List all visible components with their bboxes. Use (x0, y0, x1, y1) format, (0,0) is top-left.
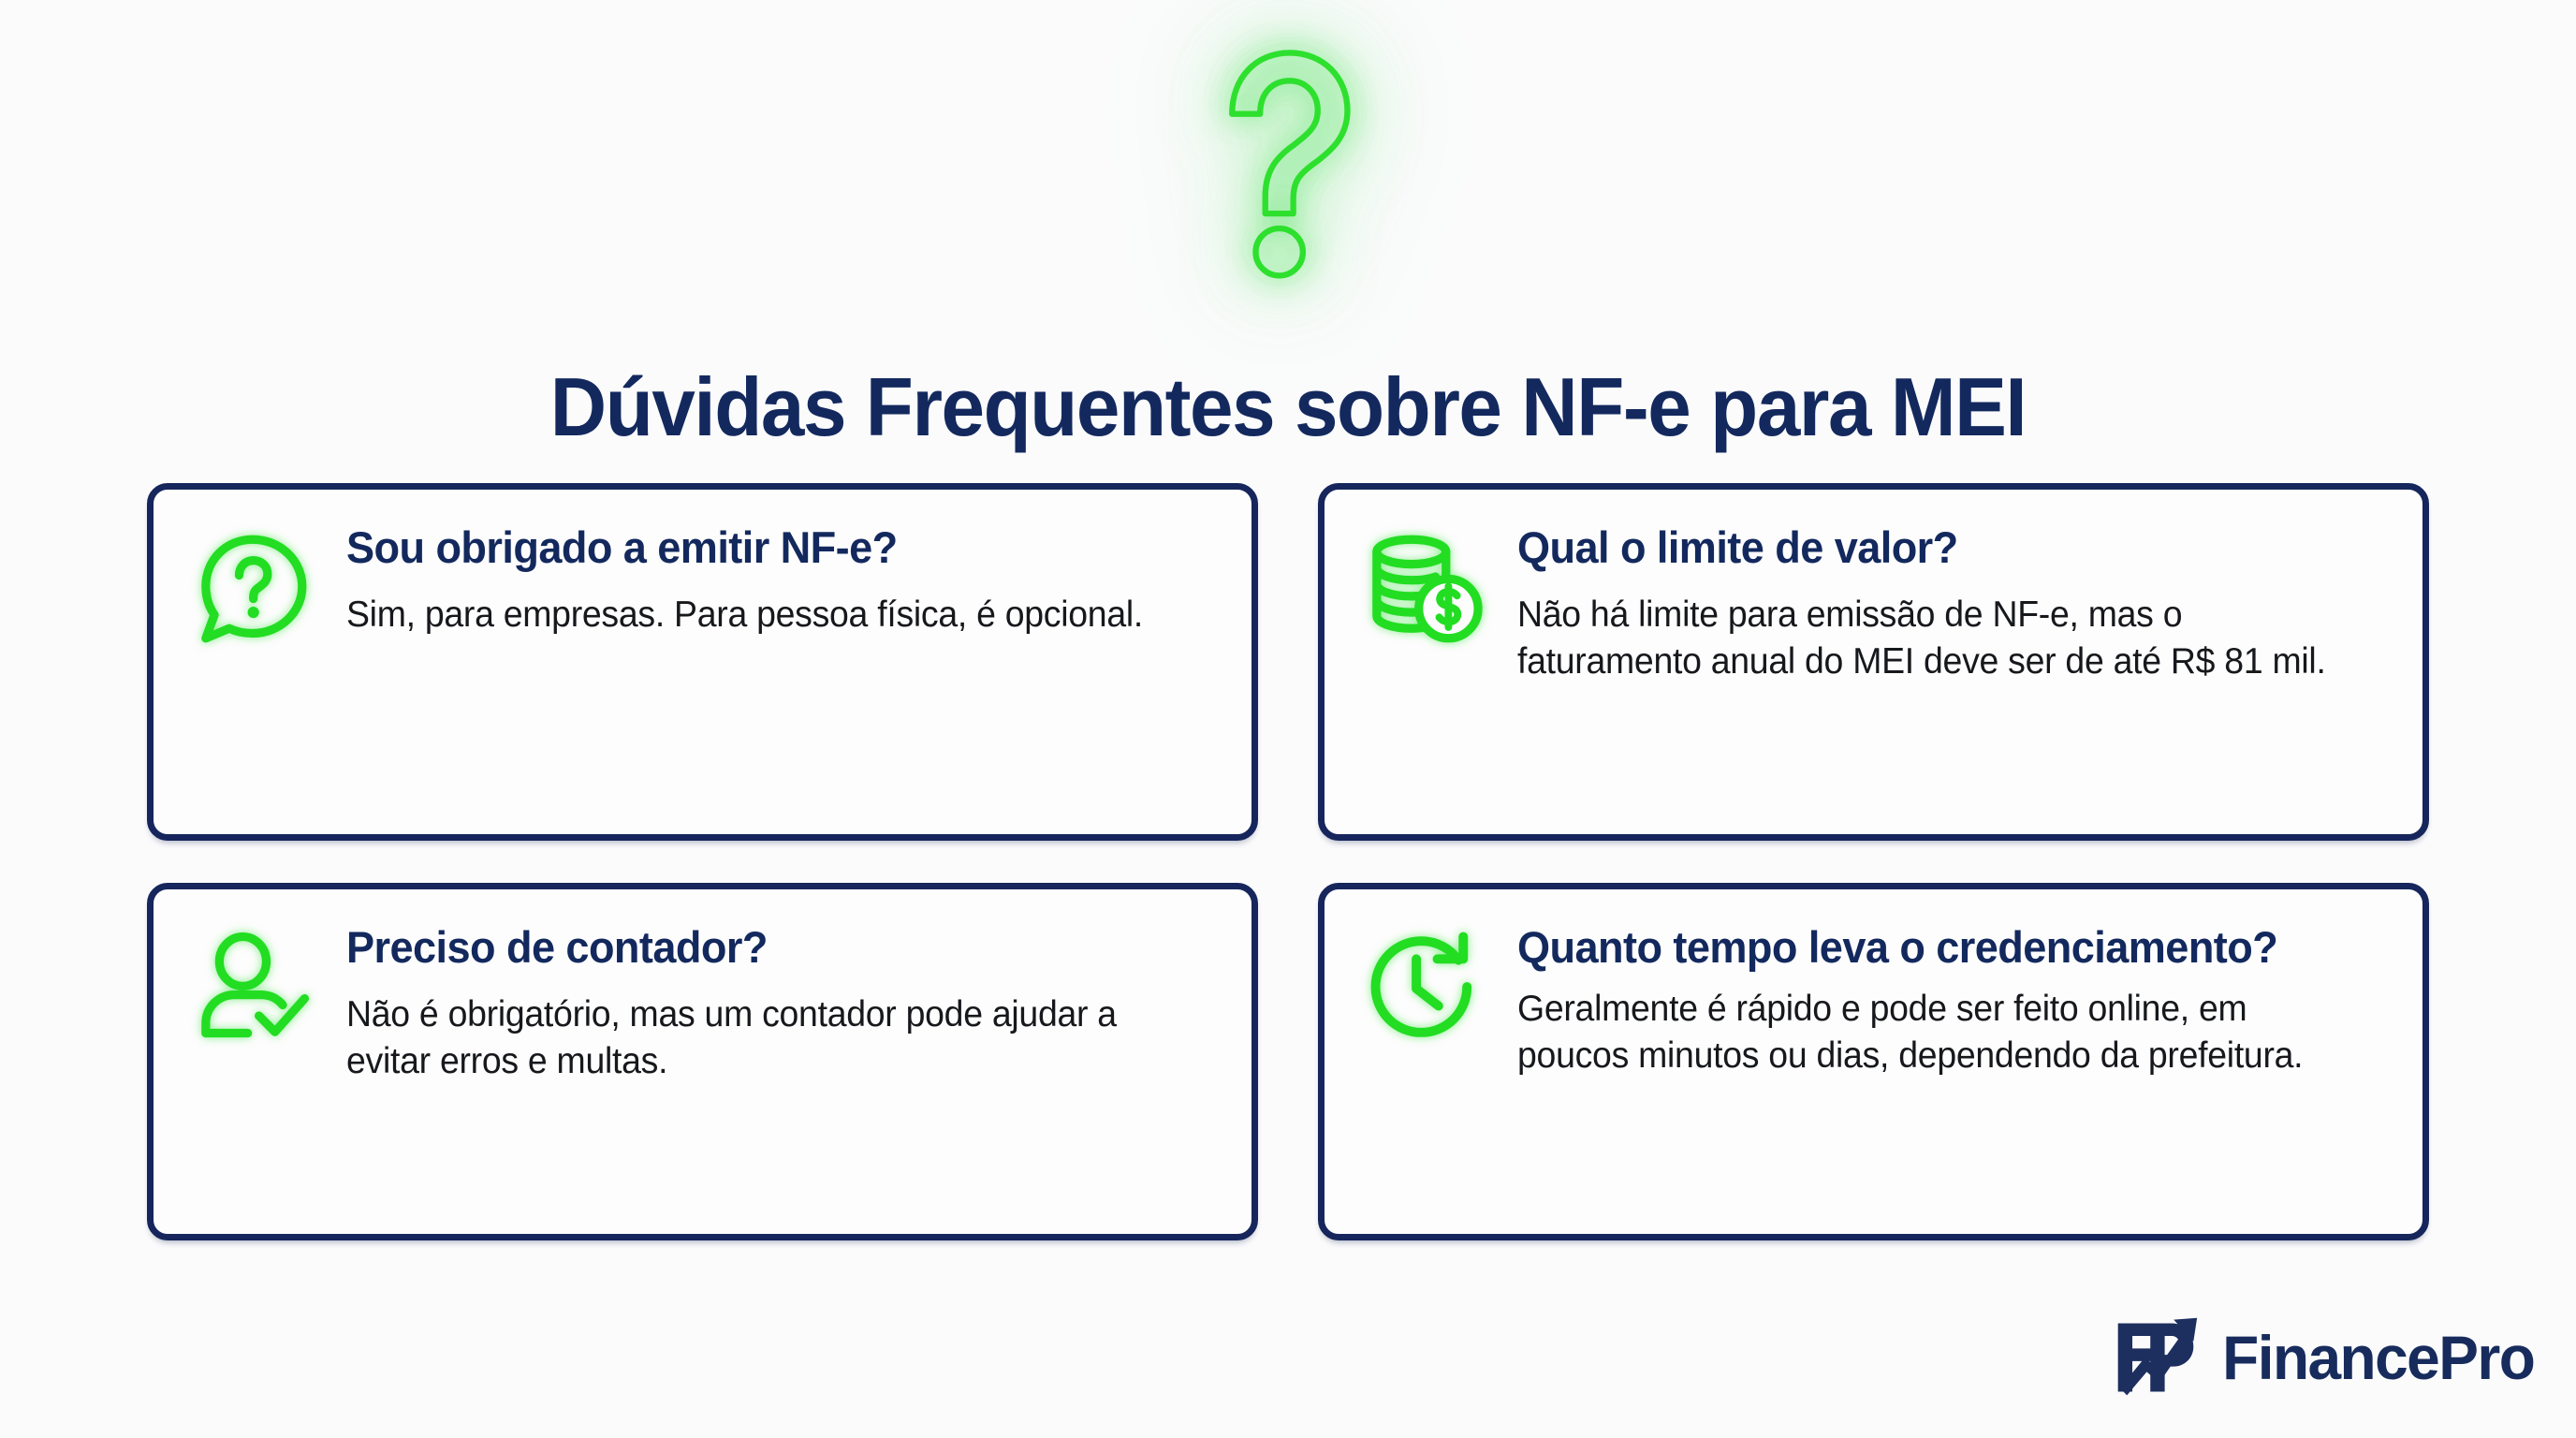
faq-card-title: Qual o limite de valor? (1517, 522, 1958, 572)
person-check-icon (191, 927, 315, 1050)
faq-card-text: Não é obrigatório, mas um contador pode … (346, 993, 1117, 1082)
faq-card-body: Quanto tempo leva o credenciamento? Gera… (1517, 921, 2385, 1080)
faq-card[interactable]: Preciso de contador? Não é obrigatório, … (147, 883, 1258, 1240)
brand-logo: FinancePro (2111, 1313, 2539, 1402)
faq-card-text: Não há limite para emissão de NF-e, mas … (1517, 594, 2326, 682)
page-title: Dúvidas Frequentes sobre NF-e para MEI (549, 360, 2027, 453)
brand-name: FinancePro (2221, 1323, 2536, 1392)
fp-arrow-monogram-icon (2117, 1317, 2197, 1396)
faq-card-title: Sou obrigado a emitir NF-e? (346, 522, 898, 572)
faq-card-text: Sim, para empresas. Para pessoa física, … (346, 594, 1144, 635)
faq-card[interactable]: Quanto tempo leva o credenciamento? Gera… (1318, 883, 2429, 1240)
faq-card-grid: Sou obrigado a emitir NF-e? Sim, para em… (147, 483, 2429, 1240)
clock-arrow-icon (1362, 927, 1486, 1050)
coins-dollar-icon (1362, 527, 1486, 651)
faq-card-title: Quanto tempo leva o credenciamento? (1517, 922, 2278, 972)
faq-card-title: Preciso de contador? (346, 922, 768, 972)
faq-card[interactable]: Qual o limite de valor? Não há limite pa… (1318, 483, 2429, 841)
faq-card-body: Qual o limite de valor? Não há limite pa… (1517, 521, 2385, 686)
hero-question-mark (0, 32, 2576, 294)
faq-card-body: Sou obrigado a emitir NF-e? Sim, para em… (346, 521, 1214, 638)
question-mark-neon-icon (1229, 50, 1351, 279)
faq-card-body: Preciso de contador? Não é obrigatório, … (346, 921, 1214, 1086)
speech-bubble-question-icon (191, 527, 315, 651)
faq-card[interactable]: Sou obrigado a emitir NF-e? Sim, para em… (147, 483, 1258, 841)
faq-card-text: Geralmente é rápido e pode ser feito onl… (1517, 988, 2304, 1077)
